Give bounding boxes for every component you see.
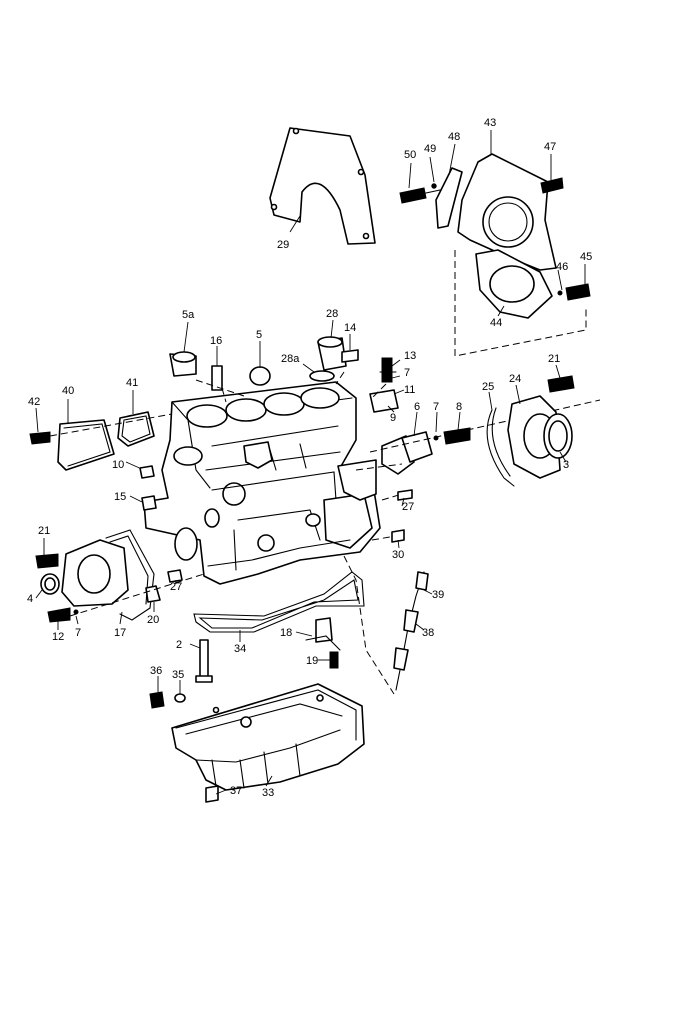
front-seal-flange-group	[35, 529, 205, 630]
label-5a: 5a	[182, 309, 195, 321]
label-46: 46	[556, 261, 568, 273]
label-30: 30	[392, 549, 404, 561]
label-11: 11	[404, 384, 415, 396]
label-47: 47	[544, 141, 556, 153]
label-44: 44	[490, 317, 502, 329]
label-19: 19	[306, 655, 318, 667]
label-21-right: 21	[548, 353, 560, 365]
timing-guard-plate-29	[269, 127, 376, 245]
rear-cover-plate-group	[399, 130, 591, 357]
label-43: 43	[484, 117, 496, 129]
label-7-top: 7	[404, 367, 410, 379]
label-12: 12	[52, 631, 64, 643]
label-9: 9	[390, 412, 396, 424]
label-21-left: 21	[38, 525, 50, 537]
label-3: 3	[563, 459, 569, 471]
label-37: 37	[230, 785, 242, 797]
oil-pan-gasket-34	[193, 571, 365, 642]
label-18: 18	[280, 627, 292, 639]
label-16: 16	[210, 335, 222, 347]
label-48: 48	[448, 131, 460, 143]
label-5: 5	[256, 329, 262, 341]
label-49: 49	[424, 143, 436, 155]
label-14: 14	[344, 322, 356, 334]
label-25: 25	[482, 381, 494, 393]
oil-pickup-and-dipstick	[295, 555, 433, 695]
label-7-left: 7	[75, 627, 81, 639]
label-34: 34	[234, 643, 246, 655]
label-45: 45	[580, 251, 592, 263]
part-number-labels: 29 43 48 49 50 47 45 46 44 5a 28 5 14 16…	[27, 117, 592, 799]
label-35: 35	[172, 669, 184, 681]
label-42: 42	[28, 396, 40, 408]
label-39: 39	[432, 589, 444, 601]
label-38: 38	[422, 627, 434, 639]
label-8: 8	[456, 401, 462, 413]
label-28a: 28a	[281, 353, 300, 365]
cylinder-block	[143, 319, 601, 585]
label-15: 15	[114, 491, 126, 503]
label-40: 40	[62, 385, 74, 397]
label-7-mid: 7	[433, 401, 439, 413]
oil-pan-33	[171, 683, 365, 803]
rear-seal-flange-group	[486, 364, 575, 487]
label-6: 6	[414, 401, 420, 413]
label-50: 50	[404, 149, 416, 161]
label-28: 28	[326, 308, 338, 320]
label-4: 4	[27, 593, 33, 605]
side-cover-plate-group	[29, 390, 173, 511]
label-2: 2	[176, 639, 182, 651]
label-10: 10	[112, 459, 124, 471]
label-27-right: 27	[402, 501, 414, 513]
label-17: 17	[114, 627, 126, 639]
label-41: 41	[126, 377, 138, 389]
label-27-left: 27	[170, 581, 182, 593]
label-29: 29	[277, 239, 289, 251]
label-36: 36	[150, 665, 162, 677]
oil-pan-bolts	[149, 639, 213, 709]
label-24: 24	[509, 373, 521, 385]
label-20: 20	[147, 614, 159, 626]
label-13: 13	[404, 350, 416, 362]
label-33: 33	[262, 787, 274, 799]
